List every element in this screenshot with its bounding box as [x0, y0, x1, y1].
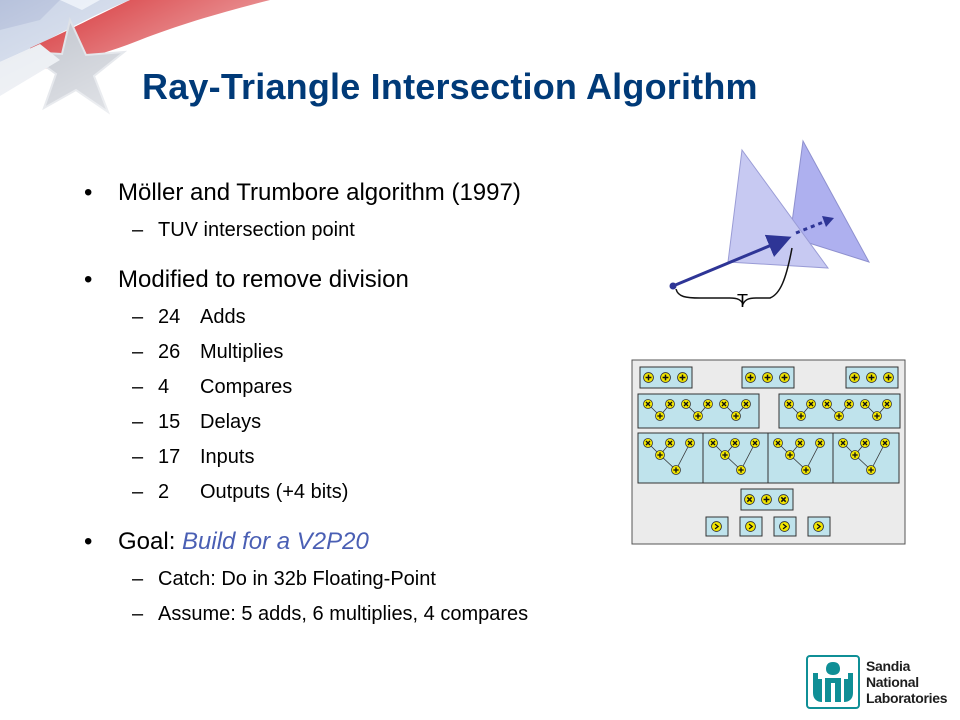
dash-marker: –	[132, 568, 144, 590]
bullet-dot: •	[84, 266, 93, 293]
dash-marker: –	[132, 341, 144, 363]
slide-title: Ray-Triangle Intersection Algorithm	[142, 66, 758, 107]
front-triangle	[727, 148, 830, 269]
ray-arrow	[672, 234, 792, 288]
bullet-goal: • Goal: Build for a V2P20 – Catch: Do in…	[84, 527, 644, 627]
dash-marker: –	[132, 219, 144, 241]
bullet-dot: •	[84, 528, 93, 555]
ray-dotted-arrowhead	[822, 216, 834, 227]
sandia-logo: Sandia National Laboratories	[806, 655, 948, 709]
bullet-moller: • Möller and Trumbore algorithm (1997) –…	[84, 178, 644, 243]
t-label: T	[737, 291, 748, 311]
thunderbird-icon	[806, 655, 860, 709]
star-flag-decoration	[0, 0, 300, 150]
pipeline-diagram	[631, 359, 906, 545]
dash-marker: –	[132, 481, 144, 503]
goal-emphasis: Build for a V2P20	[182, 528, 369, 555]
ray-dotted-extension	[795, 219, 827, 235]
dash-marker: –	[132, 446, 144, 468]
goal-label: Goal:	[118, 528, 183, 555]
bullet-list: • Möller and Trumbore algorithm (1997) –…	[84, 178, 644, 627]
t-brace	[675, 247, 793, 306]
logo-text: Sandia National Laboratories	[866, 658, 948, 706]
dash-marker: –	[132, 411, 144, 433]
dash-marker: –	[132, 376, 144, 398]
bullet-text: Möller and Trumbore algorithm (1997)	[118, 179, 521, 206]
sub-bullet-catch: – Catch: Do in 32b Floating-Point	[132, 568, 436, 590]
sub-bullet: – TUV intersection point	[132, 219, 355, 241]
bullet-dot: •	[84, 179, 93, 206]
dash-marker: –	[132, 603, 144, 625]
back-triangle	[789, 139, 871, 263]
sub-bullet-assume: – Assume: 5 adds, 6 multiplies, 4 compar…	[132, 603, 529, 625]
dash-marker: –	[132, 306, 144, 328]
bullet-text: Modified to remove division	[118, 266, 409, 293]
